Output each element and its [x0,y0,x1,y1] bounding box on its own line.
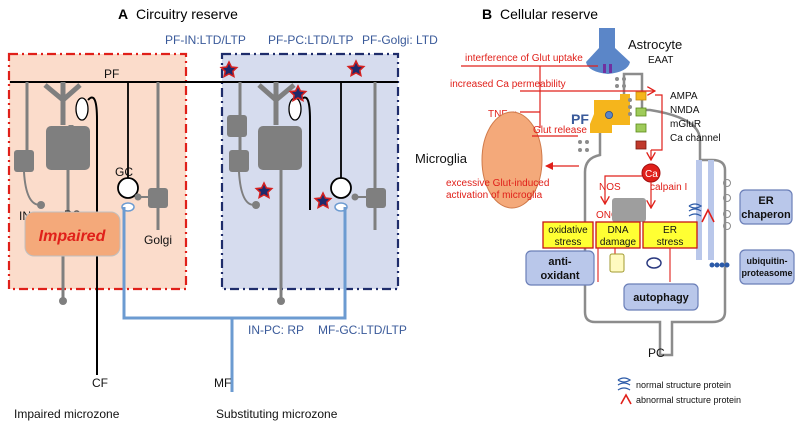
panel-a-letter: A [118,6,128,22]
substituting-zone-caption: Substituting microzone [216,407,338,421]
pf-b-label: PF [571,111,589,127]
panel-a-title: Circuitry reserve [136,6,238,22]
cf-label: CF [92,376,108,390]
excessive-text-2: activation of microglia [446,190,543,201]
receptor-nmda: NMDA [670,105,700,116]
er-chaperon-line1: ER [758,195,773,207]
plasticity-in-pc: IN-PC: RP [248,323,304,337]
astrocyte-label: Astrocyte [628,37,682,52]
nucleus [612,198,646,222]
gc-label: GC [115,165,133,179]
excessive-text-1: excessive Glut-induced [446,178,549,189]
vesicle-icons [723,179,731,230]
er-chaperon-box [739,189,793,225]
permeability-text: increased Ca permeability [450,79,566,90]
purkinje-cell-outline [583,72,727,357]
ubiquitin-line2: proteasome [741,268,792,278]
plasticity-star-icons [219,59,366,210]
proteasome-icon [709,262,730,268]
in-cell [14,150,34,172]
calpain-label: calpain I [650,182,687,193]
substituting-circuit [219,59,386,305]
golgi-label: Golgi [144,233,172,247]
interference-text: interference of Glut uptake [465,53,583,64]
ubiquitin-proteasome-box [739,249,795,285]
ca-label: Ca [645,169,658,180]
stress-box-3-line2: stress [657,237,684,248]
autophagy-box [623,283,699,311]
er-stress-box [642,221,698,249]
normal-protein-icon [688,203,703,217]
legend-abnormal-text: abnormal structure protein [636,395,741,405]
microglia-cell [481,111,543,209]
impaired-label: Impaired [39,228,107,245]
receptor-ca-channel: Ca channel [670,133,721,144]
stress-box-2-line1: DNA [607,225,628,236]
plasticity-pf-pc: PF-PC:LTD/LTP [268,33,354,47]
legend-normal-icon [617,377,632,391]
autophagy-label: autophagy [633,292,689,304]
ubiquitin-line1: ubiquitin- [747,256,788,266]
legend-normal-text: normal structure protein [636,380,731,390]
glut-release-text: Glut release [533,125,587,136]
stress-box-2-line2: damage [600,237,637,248]
receptor-mglur: mGluR [670,119,701,130]
gc-cell [117,177,139,199]
impaired-circuit: IN PC CF Impaired GC [14,82,172,390]
abnormal-protein-icon [701,208,715,223]
mossy-fiber-branches [122,207,347,320]
pf-label: PF [104,67,119,81]
stress-box-1-line1: oxidative [548,225,588,236]
pc-b-label: PC [648,346,665,360]
antioxidant-line2: oxidant [540,270,579,282]
impaired-zone-caption: Impaired microzone [14,407,120,421]
panel-a: A Circuitry reserve PF-IN:LTD/LTP PF-PC:… [7,6,438,421]
antioxidant-box [525,250,595,286]
oxidative-stress-box [542,221,594,249]
impaired-badge [24,211,121,257]
astrocyte-shape [586,28,630,74]
er-chaperon-line2: chaperon [741,209,791,221]
antioxidant-line1: anti- [548,256,572,268]
panel-b-title: Cellular reserve [500,6,598,22]
panel-b: B Cellular reserve Astrocyte EAAT PC AMP… [415,6,795,405]
panel-b-letter: B [482,6,492,22]
legend-abnormal-icon [620,393,632,405]
microglia-label: Microglia [415,151,468,166]
plasticity-pf-golgi: PF-Golgi: LTD [362,33,438,47]
lysosome-icon [646,257,662,269]
pc-cell [46,126,90,170]
plasticity-mf-gc: MF-GC:LTD/LTP [318,323,407,337]
stress-box-3-line1: ER [663,225,677,236]
nos-label: NOS [599,182,621,193]
glutamate-dots [578,77,632,152]
eaat-label: EAAT [648,55,673,66]
receptor-channels [635,91,647,150]
receptor-ampa: AMPA [670,91,698,102]
golgi-cell [148,188,168,208]
mf-label: MF [214,376,231,390]
stress-box-1-line2: stress [555,237,582,248]
plasticity-pf-in: PF-IN:LTD/LTP [165,33,246,47]
mitochondria-icon [609,253,625,273]
dna-damage-box [595,221,641,249]
